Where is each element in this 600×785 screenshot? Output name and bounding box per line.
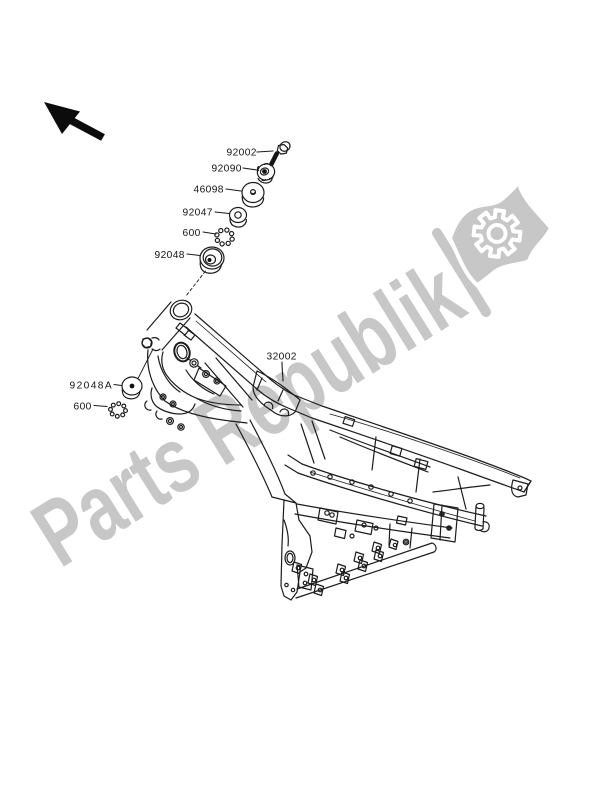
svg-text:600: 600: [74, 402, 92, 413]
svg-text:600: 600: [183, 228, 201, 239]
svg-text:92048A: 92048A: [70, 381, 114, 392]
svg-text:46098: 46098: [194, 185, 224, 196]
svg-text:92048: 92048: [155, 250, 185, 261]
svg-text:32002: 32002: [267, 352, 297, 363]
svg-text:92090: 92090: [212, 164, 242, 175]
svg-text:92002: 92002: [227, 148, 257, 159]
svg-text:92047: 92047: [183, 208, 213, 219]
